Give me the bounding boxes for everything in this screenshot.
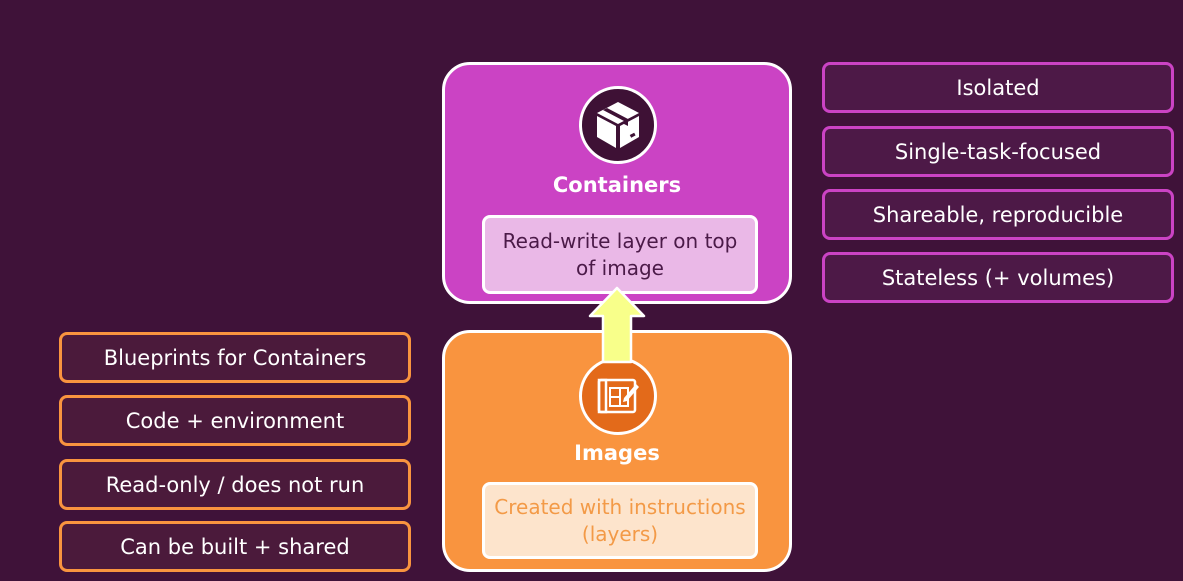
box-icon bbox=[579, 86, 657, 164]
arrow-up-icon bbox=[588, 286, 646, 364]
container-trait-isolated: Isolated bbox=[822, 62, 1174, 113]
image-trait-built-shared: Can be built + shared bbox=[59, 521, 411, 572]
container-trait-single-task: Single-task-focused bbox=[822, 126, 1174, 177]
containers-description: Read-write layer on top of image bbox=[482, 215, 758, 294]
containers-title: Containers bbox=[552, 173, 682, 197]
container-trait-stateless: Stateless (+ volumes) bbox=[822, 252, 1174, 303]
images-title: Images bbox=[574, 441, 660, 465]
container-trait-shareable: Shareable, reproducible bbox=[822, 189, 1174, 240]
images-description: Created with instructions (layers) bbox=[482, 482, 758, 559]
images-panel: Images Created with instructions (layers… bbox=[442, 330, 792, 572]
blueprint-icon bbox=[579, 357, 657, 435]
image-trait-blueprints: Blueprints for Containers bbox=[59, 332, 411, 383]
image-trait-read-only: Read-only / does not run bbox=[59, 459, 411, 510]
image-trait-code-environment: Code + environment bbox=[59, 395, 411, 446]
containers-panel: Containers Read-write layer on top of im… bbox=[442, 62, 792, 304]
